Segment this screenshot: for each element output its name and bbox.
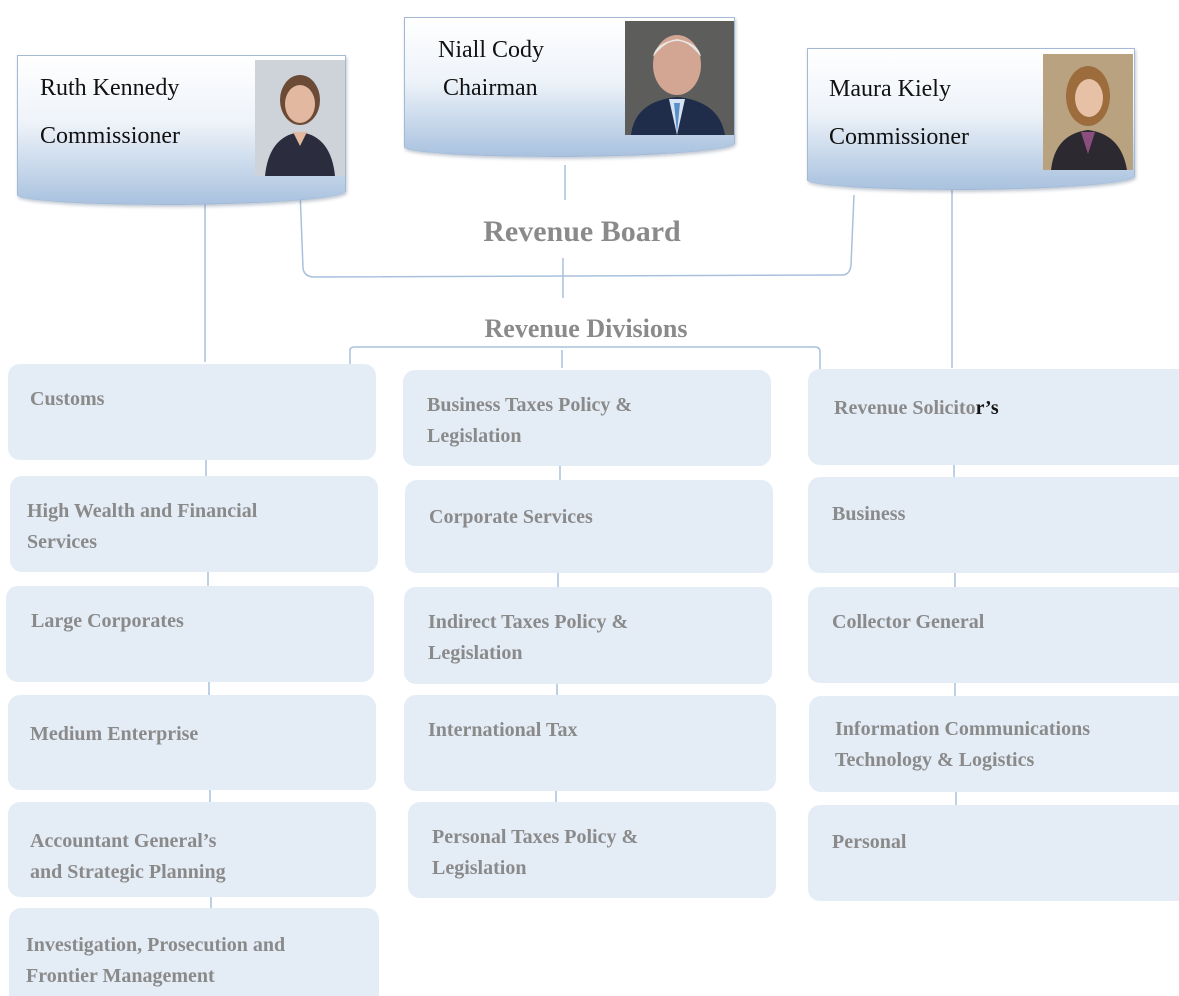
division-medium-enterprise: Medium Enterprise — [8, 695, 376, 790]
division-label: Information Communications — [835, 718, 1091, 740]
division-indirect-taxes-policy: Indirect Taxes Policy & Legislation — [404, 587, 772, 684]
member-photo — [625, 21, 734, 135]
division-label: Frontier Management — [26, 965, 215, 987]
division-label: Personal Taxes Policy & — [432, 826, 639, 848]
member-name: Ruth Kennedy — [40, 75, 180, 101]
member-photo — [1043, 54, 1133, 170]
division-international-tax: International Tax — [404, 695, 776, 791]
division-personal: Personal — [808, 805, 1179, 901]
division-label: Business Taxes Policy & — [427, 394, 633, 416]
division-corporate-services: Corporate Services — [405, 480, 773, 573]
division-label: Revenue Solicitor’s — [834, 397, 999, 419]
division-revenue-solicitors: Revenue Solicitor’s — [808, 369, 1179, 465]
revenue-divisions-title: Revenue Divisions — [484, 314, 688, 343]
division-label: Large Corporates — [31, 610, 184, 632]
division-collector-general: Collector General — [808, 587, 1179, 683]
division-label: Services — [27, 531, 97, 553]
division-label: Legislation — [428, 642, 523, 664]
division-label: High Wealth and Financial — [27, 500, 258, 522]
division-ict-logistics: Information Communications Technology & … — [809, 696, 1179, 792]
member-photo — [255, 60, 345, 176]
division-business: Business — [808, 477, 1179, 573]
division-label: Personal — [832, 831, 907, 853]
member-role: Commissioner — [829, 124, 970, 150]
division-label: Legislation — [427, 425, 522, 447]
revenue-board-title: Revenue Board — [483, 215, 681, 248]
division-label: Accountant General’s — [30, 830, 217, 852]
division-customs: Customs — [8, 364, 376, 460]
division-business-taxes-policy: Business Taxes Policy & Legislation — [403, 370, 771, 466]
member-role: Chairman — [443, 75, 538, 101]
division-investigation: Investigation, Prosecution and Frontier … — [9, 908, 379, 996]
member-name: Maura Kiely — [829, 76, 951, 102]
member-name: Niall Cody — [438, 37, 544, 63]
division-label: Indirect Taxes Policy & — [428, 611, 629, 633]
division-label: Technology & Logistics — [835, 749, 1035, 771]
division-large-corporates: Large Corporates — [6, 586, 374, 682]
division-label: Business — [832, 503, 906, 525]
board-member-card-maura-kiely: Maura Kiely Commissioner — [807, 48, 1135, 190]
member-role: Commissioner — [40, 123, 181, 149]
division-personal-taxes-policy: Personal Taxes Policy & Legislation — [408, 802, 776, 898]
division-label: and Strategic Planning — [30, 861, 226, 883]
division-accountant-general: Accountant General’s and Strategic Plann… — [8, 802, 376, 897]
division-label: Collector General — [832, 611, 985, 633]
division-label: Medium Enterprise — [30, 723, 199, 745]
division-label: Corporate Services — [429, 506, 593, 528]
division-label: Investigation, Prosecution and — [26, 934, 286, 956]
board-member-card-ruth-kennedy: Ruth Kennedy Commissioner — [17, 55, 346, 205]
division-label: Customs — [30, 388, 105, 410]
division-high-wealth: High Wealth and Financial Services — [10, 476, 378, 572]
division-label: Legislation — [432, 857, 527, 879]
board-member-card-niall-cody: Niall Cody Chairman — [404, 17, 735, 157]
division-label: International Tax — [428, 719, 578, 741]
